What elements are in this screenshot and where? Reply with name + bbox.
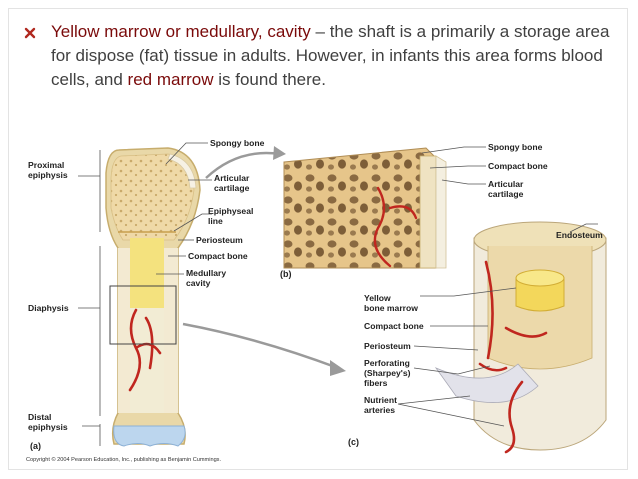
bone-anatomy-figure: Proximal epiphysis Diaphysis Distal epip… — [18, 128, 622, 466]
label-yellow-1: Yellow — [364, 293, 391, 303]
label-c-periosteum: Periosteum — [364, 341, 411, 351]
bullet-text-part-2: is found there. — [214, 70, 326, 89]
label-perforating-1: Perforating — [364, 358, 410, 368]
label-medullary-2: cavity — [186, 278, 211, 288]
label-distal-1: Distal — [28, 412, 51, 422]
label-epiphyseal-1: Epiphyseal — [208, 206, 253, 216]
label-a-articular-1: Articular — [214, 173, 250, 183]
label-proximal-2: epiphysis — [28, 170, 68, 180]
label-epiphyseal-2: line — [208, 216, 223, 226]
label-medullary-1: Medullary — [186, 268, 226, 278]
label-a-articular-2: cartilage — [214, 183, 250, 193]
label-distal-2: epiphysis — [28, 422, 68, 432]
bullet-paragraph: Yellow marrow or medullary, cavity – the… — [26, 20, 616, 92]
label-c-compact: Compact bone — [364, 321, 424, 331]
label-nutrient-2: arteries — [364, 405, 395, 415]
label-perforating-2: (Sharpey's) — [364, 368, 411, 378]
copyright-line: Copyright © 2004 Pearson Education, Inc.… — [26, 456, 221, 463]
label-proximal-1: Proximal — [28, 160, 64, 170]
label-b-compact: Compact bone — [488, 161, 548, 171]
label-b-articular-1: Articular — [488, 179, 524, 189]
label-b-spongy: Spongy bone — [488, 142, 543, 152]
panel-b-letter: (b) — [280, 269, 292, 279]
term-red-marrow: red marrow — [128, 70, 214, 89]
term-yellow-marrow: Yellow marrow or medullary, cavity — [51, 22, 311, 41]
label-a-compact: Compact bone — [188, 251, 248, 261]
x-bullet-icon — [24, 27, 36, 39]
panel-a-long-bone: Proximal epiphysis Diaphysis Distal epip… — [28, 138, 265, 451]
label-c-endosteum: Endosteum — [556, 230, 603, 240]
label-b-articular-2: cartilage — [488, 189, 524, 199]
panel-a-letter: (a) — [30, 441, 41, 451]
label-perforating-3: fibers — [364, 378, 388, 388]
label-yellow-2: bone marrow — [364, 303, 418, 313]
panel-c-letter: (c) — [348, 437, 359, 447]
label-a-periosteum: Periosteum — [196, 235, 243, 245]
bullet-text: Yellow marrow or medullary, cavity – the… — [51, 20, 616, 92]
label-a-spongy: Spongy bone — [210, 138, 265, 148]
arrow-to-c — [183, 324, 338, 368]
label-nutrient-1: Nutrient — [364, 395, 397, 405]
label-diaphysis: Diaphysis — [28, 303, 69, 313]
